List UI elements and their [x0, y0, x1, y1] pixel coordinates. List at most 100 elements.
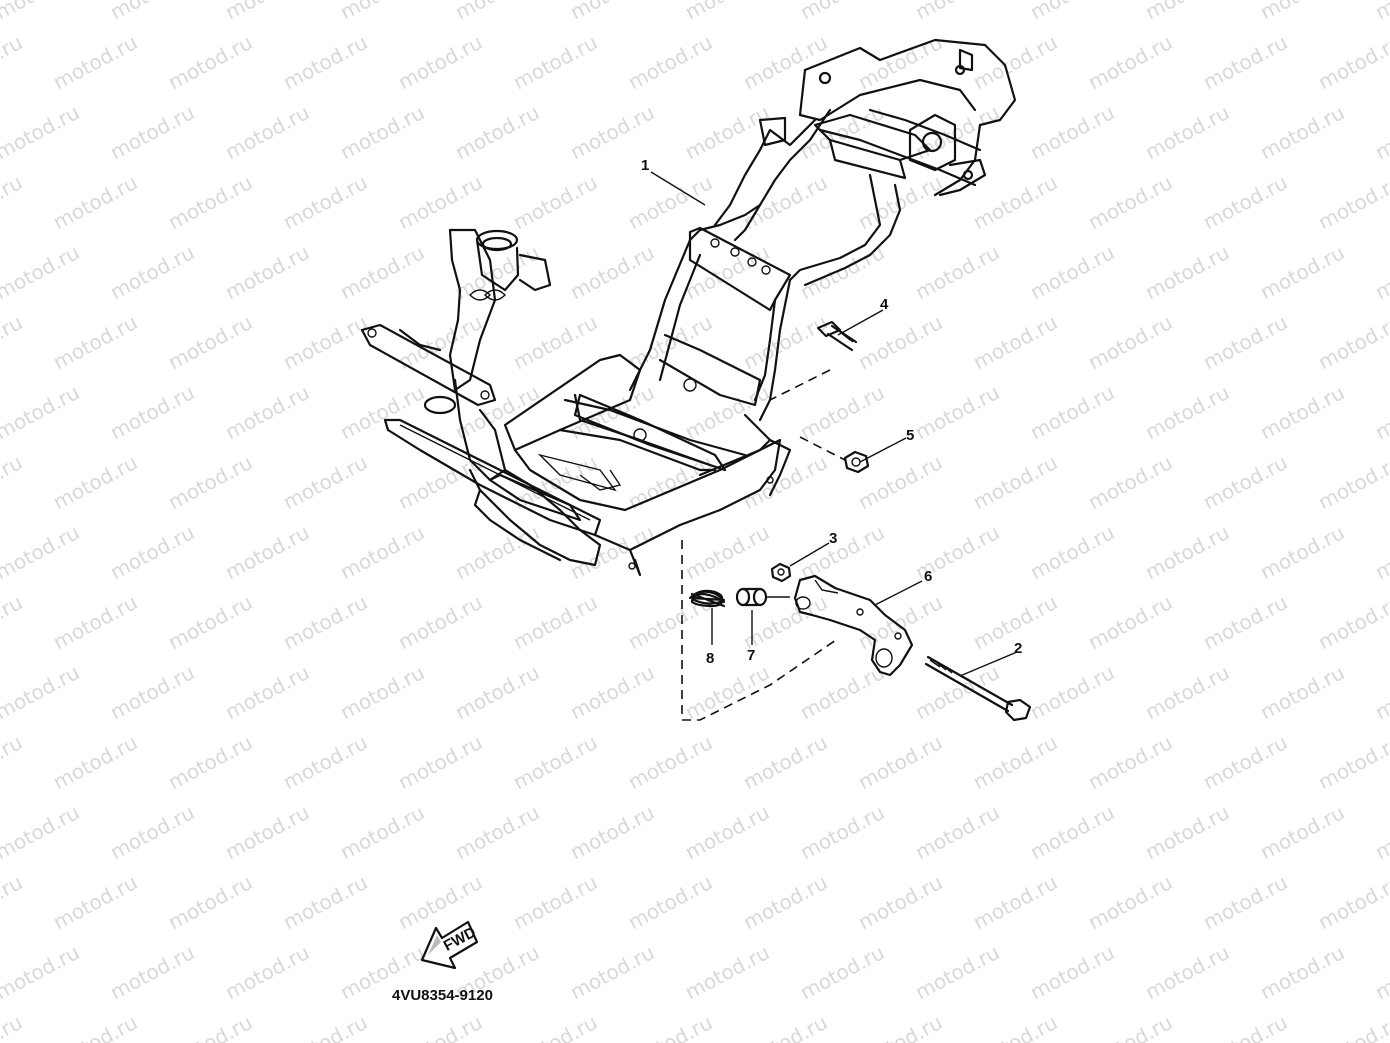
watermark-text: motod.ru: [1256, 660, 1348, 724]
watermark-text: motod.ru: [969, 30, 1061, 94]
watermark-text: motod.ru: [1256, 100, 1348, 164]
watermark-text: motod.ru: [796, 100, 888, 164]
watermark-text: motod.ru: [106, 940, 198, 1004]
watermark-text: motod.ru: [911, 0, 1003, 24]
nut-part-5: [843, 450, 870, 474]
watermark-text: motod.ru: [1199, 310, 1291, 374]
watermark-text: motod.ru: [739, 1010, 831, 1043]
watermark-text: motod.ru: [566, 100, 658, 164]
watermark-text: motod.ru: [1084, 310, 1176, 374]
bracket-part-6: [793, 574, 914, 677]
watermark-text: motod.ru: [336, 240, 428, 304]
watermark-text: motod.ru: [0, 310, 26, 374]
watermark-text: motod.ru: [0, 380, 83, 444]
watermark-text: motod.ru: [911, 800, 1003, 864]
watermark-text: motod.ru: [106, 520, 198, 584]
watermark-text: motod.ru: [106, 100, 198, 164]
watermark-text: motod.ru: [394, 450, 486, 514]
watermark-text: motod.ru: [164, 30, 256, 94]
spring-part-8: [688, 589, 726, 608]
watermark-text: motod.ru: [681, 240, 773, 304]
watermark-text: motod.ru: [1256, 800, 1348, 864]
watermark-text: motod.ru: [1084, 170, 1176, 234]
callout-8: 8: [706, 650, 714, 667]
watermark-text: motod.ru: [49, 310, 141, 374]
watermark-text: motod.ru: [854, 870, 946, 934]
watermark-text: motod.ru: [1141, 240, 1233, 304]
watermark-text: motod.ru: [1084, 590, 1176, 654]
watermark-text: motod.ru: [1141, 660, 1233, 724]
watermark-text: motod.ru: [49, 450, 141, 514]
watermark-text: motod.ru: [49, 590, 141, 654]
watermark-text: motod.ru: [0, 520, 83, 584]
watermark-text: motod.ru: [451, 0, 543, 24]
watermark-text: motod.ru: [1256, 380, 1348, 444]
watermark-text: motod.ru: [0, 800, 83, 864]
fwd-arrow-icon: FWD: [420, 920, 479, 970]
watermark-text: motod.ru: [1314, 730, 1390, 794]
watermark-text: motod.ru: [1141, 940, 1233, 1004]
watermark-text: motod.ru: [681, 660, 773, 724]
watermark-text: motod.ru: [106, 240, 198, 304]
watermark-text: motod.ru: [509, 170, 601, 234]
watermark-text: motod.ru: [566, 660, 658, 724]
watermark-text: motod.ru: [336, 800, 428, 864]
watermark-text: motod.ru: [1084, 450, 1176, 514]
watermark-text: motod.ru: [969, 1010, 1061, 1043]
watermark-text: motod.ru: [969, 730, 1061, 794]
watermark-text: motod.ru: [624, 30, 716, 94]
watermark-text: motod.ru: [1371, 520, 1390, 584]
watermark-text: motod.ru: [279, 30, 371, 94]
watermark-text: motod.ru: [796, 520, 888, 584]
watermark-text: motod.ru: [164, 450, 256, 514]
watermark-text: motod.ru: [221, 520, 313, 584]
watermark-text: motod.ru: [1141, 100, 1233, 164]
watermark-text: motod.ru: [739, 730, 831, 794]
watermark-text: motod.ru: [566, 940, 658, 1004]
watermark-text: motod.ru: [1371, 240, 1390, 304]
watermark-text: motod.ru: [1314, 1010, 1390, 1043]
watermark-text: motod.ru: [394, 30, 486, 94]
watermark-text: motod.ru: [566, 800, 658, 864]
watermark-text: motod.ru: [336, 660, 428, 724]
watermark-text: motod.ru: [106, 380, 198, 444]
watermark-text: motod.ru: [1371, 940, 1390, 1004]
watermark-text: motod.ru: [394, 310, 486, 374]
watermark-text: motod.ru: [221, 800, 313, 864]
watermark-text: motod.ru: [1026, 100, 1118, 164]
watermark-text: motod.ru: [451, 520, 543, 584]
frame-part-1: [360, 38, 1017, 577]
watermark-text: motod.ru: [221, 940, 313, 1004]
watermark-text: motod.ru: [0, 1010, 26, 1043]
watermark-text: motod.ru: [1256, 940, 1348, 1004]
callout-5: 5: [906, 427, 914, 444]
watermark-text: motod.ru: [1141, 520, 1233, 584]
watermark-text: motod.ru: [509, 870, 601, 934]
leader-lines: [650, 171, 1018, 677]
watermark-text: motod.ru: [911, 380, 1003, 444]
watermark-text: motod.ru: [1371, 100, 1390, 164]
watermark-text: motod.ru: [1084, 1010, 1176, 1043]
watermark-text: motod.ru: [739, 170, 831, 234]
watermark-text: motod.ru: [624, 730, 716, 794]
watermark-text: motod.ru: [681, 940, 773, 1004]
watermark-text: motod.ru: [969, 310, 1061, 374]
watermark-text: motod.ru: [279, 590, 371, 654]
watermark-text: motod.ru: [221, 380, 313, 444]
watermark-text: motod.ru: [739, 30, 831, 94]
watermark-text: motod.ru: [969, 870, 1061, 934]
watermark-text: motod.ru: [1026, 940, 1118, 1004]
watermark-text: motod.ru: [279, 170, 371, 234]
watermark-text: motod.ru: [1026, 520, 1118, 584]
watermark-text: motod.ru: [509, 310, 601, 374]
watermark-text: motod.ru: [796, 660, 888, 724]
watermark-text: motod.ru: [336, 520, 428, 584]
watermark-text: motod.ru: [164, 170, 256, 234]
watermark-text: motod.ru: [0, 940, 83, 1004]
watermark-text: motod.ru: [1199, 170, 1291, 234]
watermark-text: motod.ru: [1371, 0, 1390, 24]
watermark-text: motod.ru: [1371, 800, 1390, 864]
